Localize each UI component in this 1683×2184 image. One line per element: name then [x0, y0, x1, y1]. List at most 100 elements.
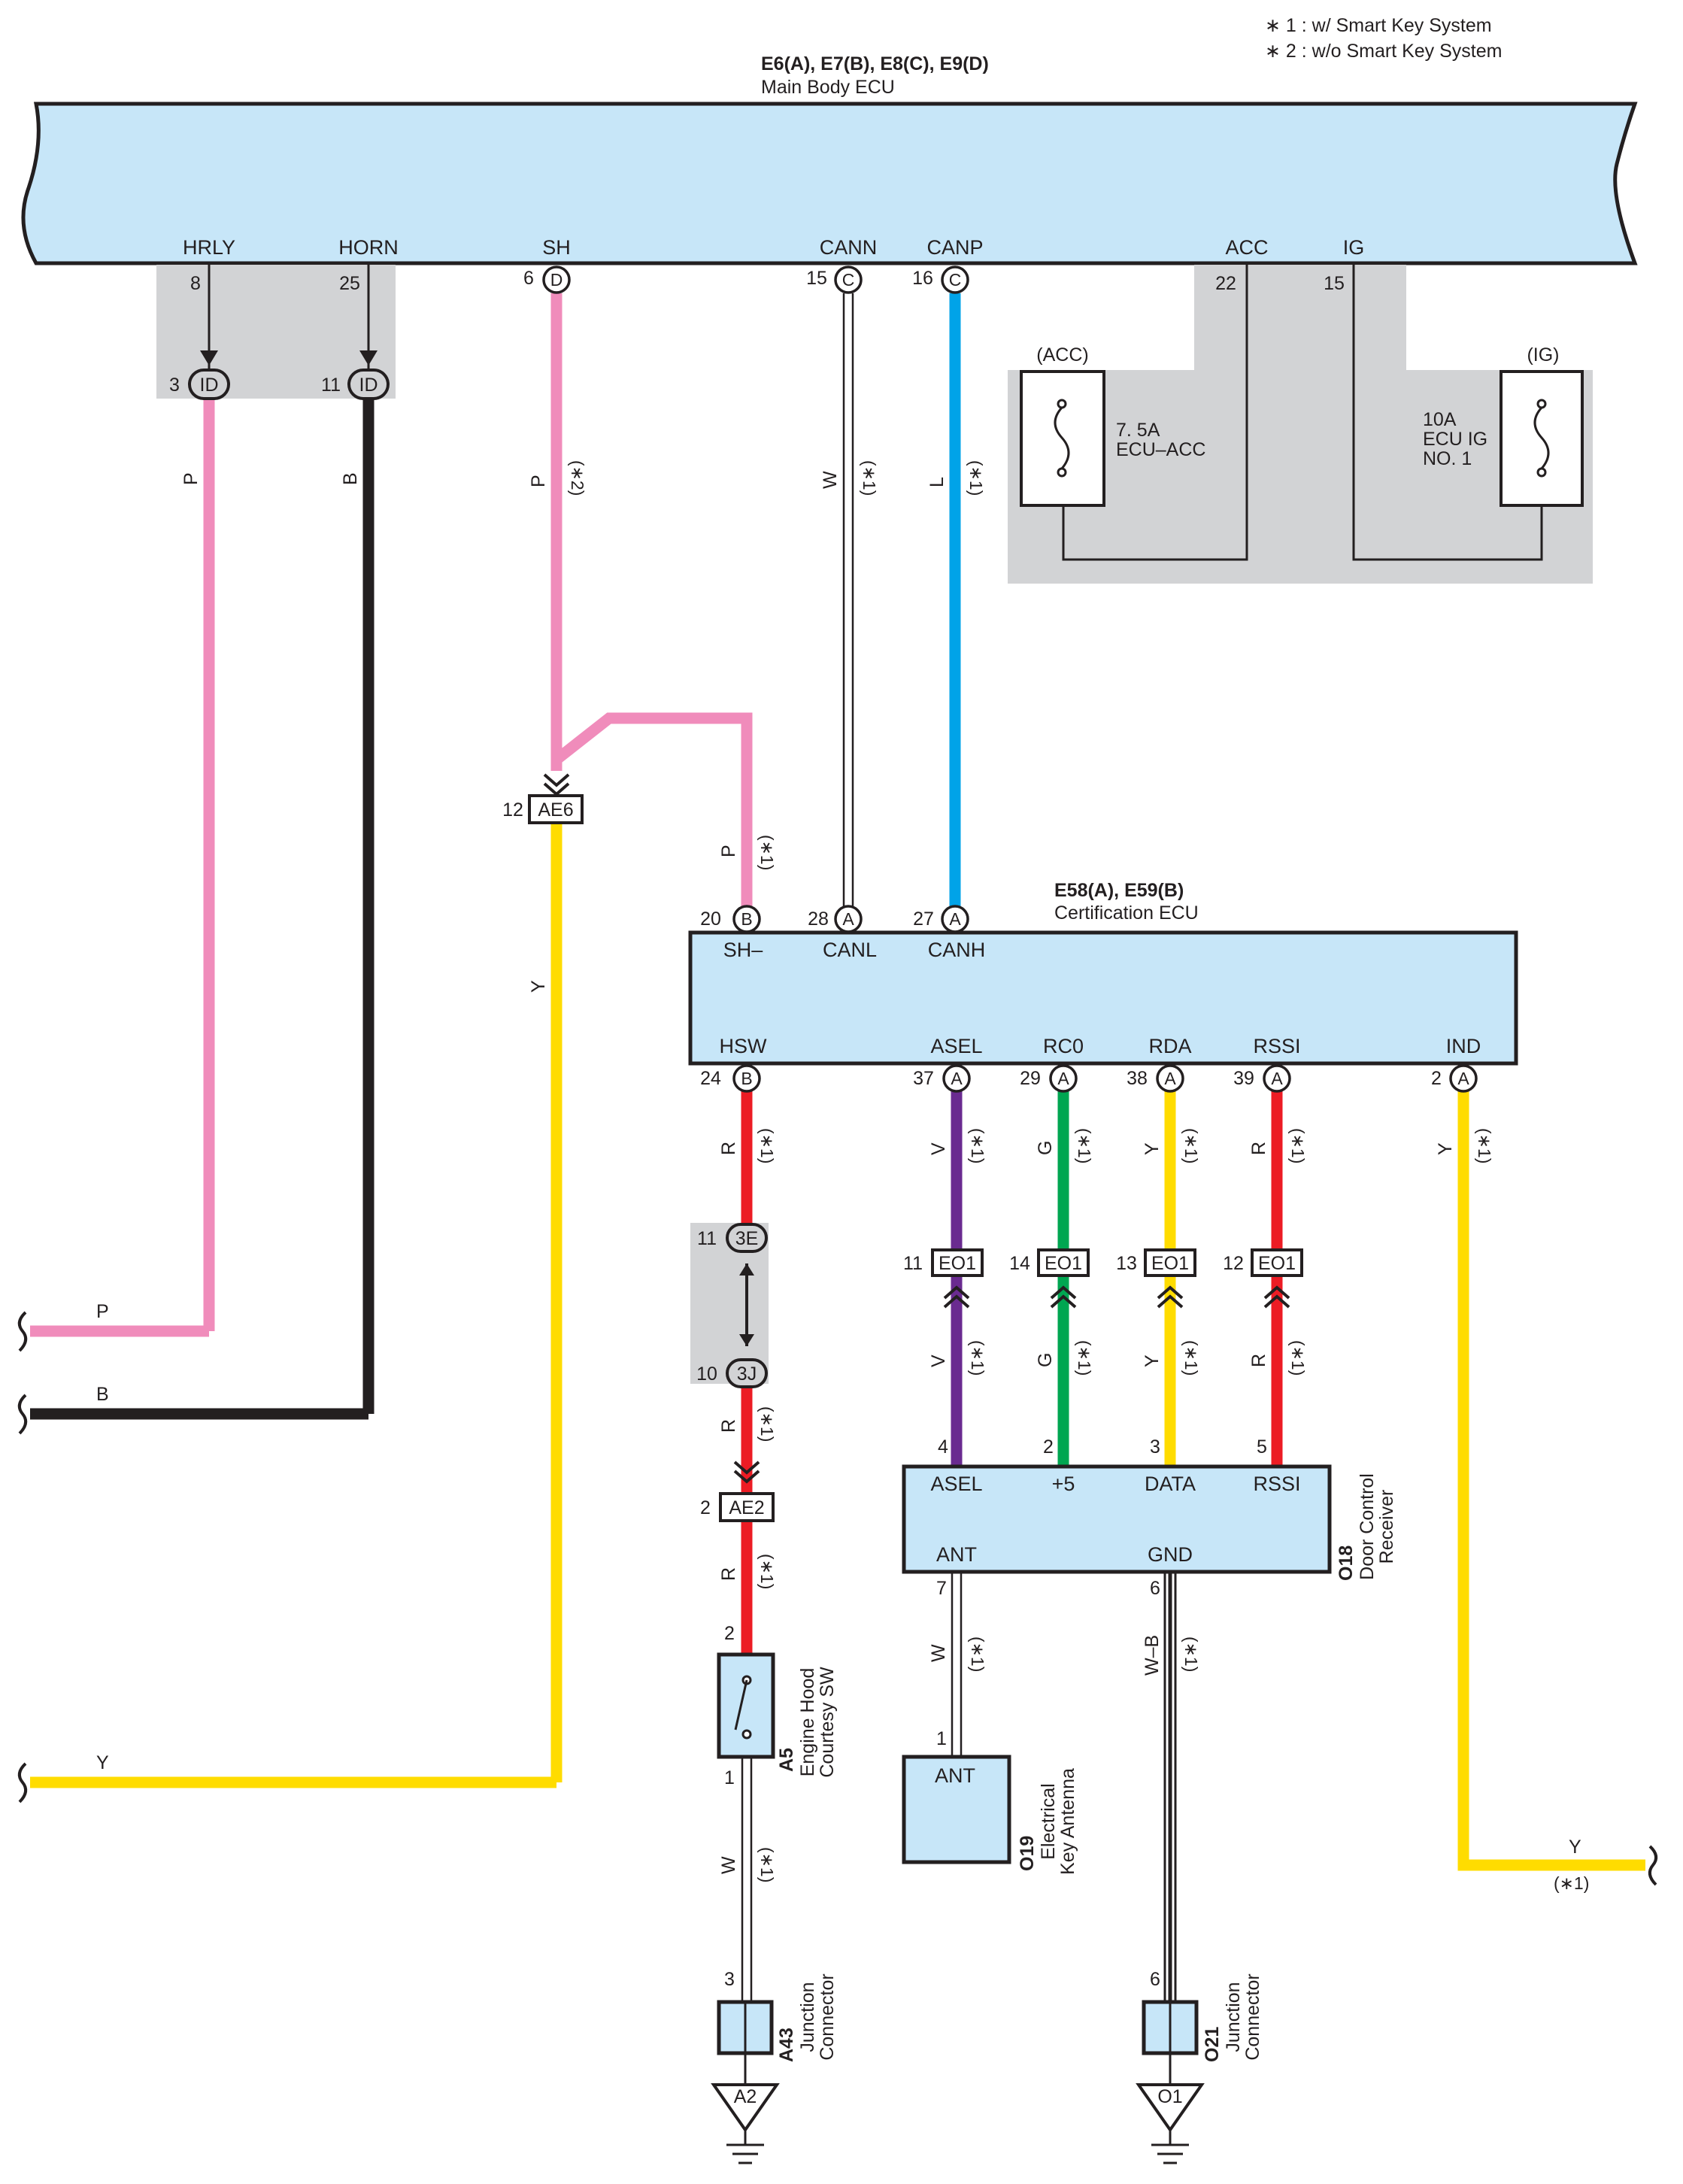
receiver-terminal-data: DATA [1145, 1473, 1196, 1495]
acc-fuse-wire [1062, 265, 1248, 561]
edge-break-y [17, 1762, 28, 1803]
wire-note-rda-low: (∗1) [1181, 1340, 1201, 1376]
receiver-pin-gnd: 6 [1150, 1578, 1160, 1599]
cert-pin-conn-38: A [1164, 1069, 1176, 1088]
cert-pin-circle-20 [732, 905, 761, 933]
main-ecu-terminal-canp: CANP [926, 236, 983, 259]
receiver-terminal-ant: ANT [936, 1543, 977, 1566]
receiver-pin-5v: 2 [1043, 1436, 1054, 1458]
pin-horn: 25 [339, 273, 360, 294]
connector-eo1-14-code: EO1 [1045, 1253, 1082, 1274]
cert-terminal-hsw: HSW [720, 1035, 768, 1057]
ground-o1 [1136, 2083, 1205, 2133]
fuse-acc-rating: 7. 5A [1116, 420, 1160, 441]
cert-pin-circle-37 [942, 1064, 971, 1093]
fuse-acc-name: ECU–ACC [1116, 439, 1205, 460]
cert-pin-circle-38 [1156, 1064, 1184, 1093]
wire-label-cann: W [820, 471, 841, 489]
cert-pin-circle-39 [1263, 1064, 1291, 1093]
receiver-terminal-rssi: RSSI [1253, 1473, 1300, 1495]
main-ecu-codes: E6(A), E7(B), E8(C), E9(D) [761, 53, 989, 74]
hrly-arrow [200, 350, 218, 366]
antenna-name-2: Key Antenna [1057, 1768, 1078, 1875]
connector-eo1-11 [931, 1248, 984, 1277]
antenna-code: O19 [1017, 1836, 1038, 1871]
pin-circle-cann [834, 265, 863, 294]
edge-break-right-y [1648, 1845, 1658, 1886]
wire-label-rda-low: Y [1142, 1354, 1163, 1367]
hood-sw-code: A5 [776, 1748, 797, 1772]
id-connector-3-code: ID [200, 375, 219, 396]
pin-conn-sh: D [550, 270, 563, 290]
cert-ecu-name: Certification ECU [1054, 902, 1199, 924]
edge-break-p [17, 1311, 28, 1352]
wire-note-rc0: (∗1) [1075, 1128, 1094, 1163]
wire-label-rda: Y [1142, 1142, 1163, 1155]
receiver-pin-asel: 4 [938, 1436, 948, 1458]
connector-eo1-14 [1037, 1248, 1090, 1277]
cert-pin-27: 27 [913, 908, 934, 930]
wire-label-a43: W [718, 1856, 739, 1874]
junction-3j [726, 1358, 768, 1388]
cert-ecu-codes: E58(A), E59(B) [1054, 880, 1184, 901]
pin-ig: 15 [1324, 273, 1345, 294]
connector-eo1-11-code: EO1 [939, 1253, 976, 1274]
main-ecu-name: Main Body ECU [761, 77, 895, 98]
connector-ae6 [528, 794, 584, 824]
hood-sw-contact-bottom [741, 1729, 752, 1740]
main-ecu-terminal-acc: ACC [1225, 236, 1268, 259]
wire-label-rssi: R [1248, 1142, 1269, 1155]
wire-label-ind: Y [1435, 1142, 1456, 1155]
wire-note-ind: (∗1) [1475, 1128, 1494, 1163]
eo1-13-chevron-1 [1157, 1285, 1184, 1300]
edge-label-b: B [96, 1384, 109, 1405]
wire-label-asel: V [928, 1142, 949, 1155]
hood-sw-pin-top: 2 [724, 1623, 735, 1644]
cert-terminal-sh: SH– [723, 939, 763, 961]
connector-ae6-pin: 12 [502, 799, 523, 821]
eo1-14-chevron-1 [1050, 1285, 1077, 1300]
cert-pin-39: 39 [1233, 1068, 1254, 1089]
main-ecu-terminal-horn: HORN [338, 236, 399, 259]
main-ecu-terminal-sh: SH [542, 236, 571, 259]
connector-eo1-12-code: EO1 [1258, 1253, 1296, 1274]
pin-sh: 6 [523, 268, 534, 289]
cert-pin-37: 37 [913, 1068, 934, 1089]
id-connector-3 [188, 369, 230, 400]
a43-name-2: Connector [817, 1973, 838, 2060]
wire-label-hsw-low: R [718, 1567, 739, 1581]
wire-label-ant: W [928, 1644, 949, 1662]
wire-label-hsw-mid: R [718, 1419, 739, 1433]
hood-sw-name-1: Engine Hood [797, 1668, 818, 1777]
receiver-pin-data: 3 [1150, 1436, 1160, 1458]
cert-pin-conn-20: B [741, 909, 752, 929]
connector-ae2 [719, 1492, 775, 1522]
junction-3j-pin: 10 [696, 1363, 717, 1385]
fuse-zone [1008, 265, 1593, 584]
engine-hood-courtesy-sw [717, 1652, 775, 1759]
ae2-chevron-1 [733, 1461, 760, 1475]
eo1-14-chevron-2 [1050, 1294, 1077, 1309]
cert-pin-conn-2: A [1457, 1069, 1469, 1088]
cert-pin-24: 24 [700, 1068, 721, 1089]
connector-eo1-13-pin: 13 [1116, 1253, 1137, 1274]
junction-arrow-down [739, 1334, 754, 1346]
cert-pin-conn-39: A [1271, 1069, 1283, 1088]
wire-note-hsw: (∗1) [757, 1128, 777, 1163]
o21-code: O21 [1202, 2027, 1223, 2062]
main-body-ecu [21, 102, 1638, 265]
wire-label-hsw: R [718, 1142, 739, 1155]
connector-eo1-11-pin: 11 [903, 1253, 923, 1274]
a43-code: A43 [776, 2028, 797, 2062]
receiver-pin-ant: 7 [936, 1578, 947, 1599]
cert-pin-circle-29 [1049, 1064, 1078, 1093]
ground-o1-label: O1 [1157, 2086, 1182, 2107]
wire-ind-yellow [1457, 1090, 1645, 1871]
pin-conn-canp: C [949, 270, 962, 290]
connector-eo1-12 [1251, 1248, 1303, 1277]
fuse-acc-bottom [1057, 467, 1067, 478]
wire-note-hsw-low: (∗1) [757, 1554, 777, 1589]
note-smart-key: ∗ 1 : w/ Smart Key System [1265, 15, 1492, 36]
fuse-ig-bottom [1536, 467, 1547, 478]
